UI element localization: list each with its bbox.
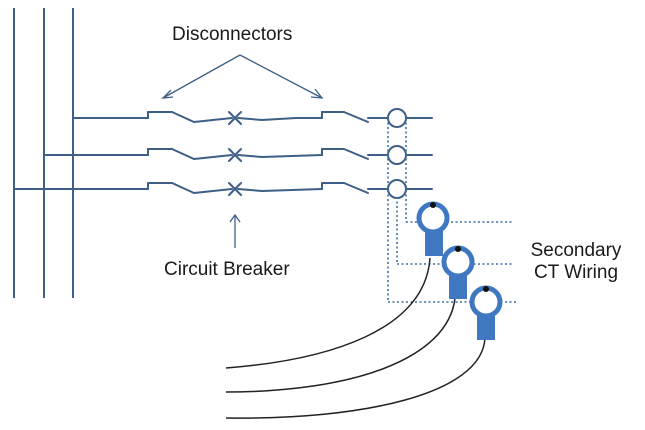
phase-line-1 (72, 111, 433, 125)
phase-line-3 (13, 182, 433, 196)
secondary-ct-wiring-line1: Secondary (530, 240, 622, 261)
cable-1 (225, 257, 431, 369)
disconnector-switch-icon (321, 182, 369, 194)
cable-3 (225, 337, 486, 419)
ct-circle-phase-3 (387, 179, 407, 199)
busbars (13, 8, 74, 298)
arrow-disconnector-left (162, 54, 241, 99)
phase-lines (13, 111, 433, 196)
current-transformer-icon (469, 285, 503, 340)
disconnector-switch-icon (147, 111, 195, 123)
circuit-breaker-x-icon (228, 148, 242, 162)
current-transformer-icon (441, 245, 475, 299)
disconnector-switch-icon (147, 148, 195, 160)
disconnector-switch-icon (321, 111, 369, 123)
disconnector-switch-icon (321, 148, 369, 160)
annotation-arrows (161, 54, 324, 248)
circuit-breaker-label: Circuit Breaker (164, 259, 290, 280)
ct-cables (225, 257, 486, 419)
current-transformer-icon (416, 201, 450, 256)
primary-ct-circles (387, 108, 407, 199)
circuit-breaker-x-icon (228, 182, 242, 196)
cable-2 (225, 297, 456, 393)
secondary-ct-wiring-line2: CT Wiring (533, 262, 619, 283)
arrow-disconnector-right (239, 54, 323, 99)
circuit-breaker-x-icon (228, 111, 242, 125)
secondary-ct-wiring-label: Secondary CT Wiring (516, 240, 636, 284)
disconnectors-label: Disconnectors (172, 24, 293, 45)
ct-circle-phase-1 (387, 108, 407, 128)
phase-line-2 (43, 148, 433, 162)
disconnector-switch-icon (147, 182, 195, 194)
ct-circle-phase-2 (387, 145, 407, 165)
